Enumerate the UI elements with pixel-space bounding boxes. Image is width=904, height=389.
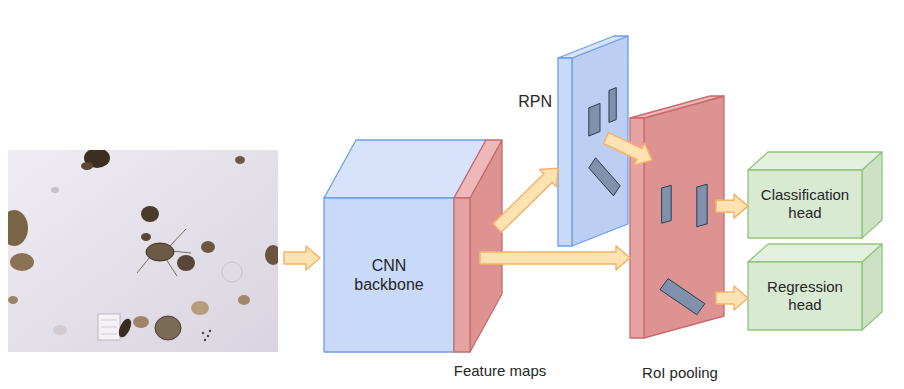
- box-label: CNN backbone: [343, 256, 435, 294]
- plankton-particles: [8, 150, 278, 341]
- box-side: [572, 36, 628, 246]
- antenna: [166, 259, 177, 276]
- region-proposal: [660, 279, 705, 315]
- particle: [265, 245, 278, 265]
- text-holder: Regression head: [748, 262, 862, 330]
- box-front: [558, 58, 572, 246]
- part-label: RoI pooling: [610, 364, 750, 382]
- particle: [238, 295, 250, 305]
- particle: [141, 206, 159, 222]
- particle: [98, 314, 120, 340]
- box-label: Classification head: [754, 186, 856, 222]
- particle: [53, 325, 67, 335]
- copepod: [146, 243, 174, 261]
- particle: [81, 162, 93, 170]
- flow-arrow: [493, 168, 558, 232]
- particle-detail: [101, 320, 117, 321]
- box-label: Regression head: [754, 278, 856, 314]
- head-box: Regression head: [748, 244, 882, 330]
- box-top: [748, 152, 882, 170]
- text-holder: RPN: [508, 92, 552, 111]
- particle: [116, 317, 134, 339]
- region-proposal: [697, 184, 707, 226]
- region-proposal: [589, 158, 620, 196]
- text-holder: RoI pooling: [610, 364, 750, 382]
- particle-dot: [207, 335, 209, 337]
- particle-dot: [204, 339, 206, 341]
- particle: [51, 187, 59, 193]
- flow-arrow: [716, 286, 748, 310]
- particle: [8, 210, 28, 246]
- antenna: [137, 257, 150, 273]
- particle: [191, 301, 209, 315]
- box-top: [454, 140, 502, 198]
- part-label: RPN: [508, 92, 552, 111]
- particle: [177, 255, 195, 271]
- part-label: Feature maps: [440, 362, 560, 380]
- region-proposal: [662, 185, 672, 223]
- feature-map-slab: Feature maps: [454, 140, 502, 352]
- particle: [133, 316, 149, 328]
- text-holder: CNN backbone: [324, 198, 454, 352]
- antenna: [172, 251, 191, 253]
- particle: [235, 156, 245, 164]
- box-front: [454, 198, 470, 352]
- particle: [10, 253, 34, 271]
- region-proposal: [589, 103, 600, 136]
- box-outline: [630, 96, 724, 338]
- particle: [222, 262, 242, 282]
- box-outline: [454, 140, 502, 352]
- region-proposal: [609, 88, 616, 123]
- particle-dot: [202, 332, 204, 334]
- text-holder: Classification head: [748, 170, 862, 238]
- box-front: [748, 170, 862, 238]
- box-side: [644, 96, 724, 338]
- flow-arrow: [603, 133, 652, 165]
- flow-arrow: [716, 194, 748, 218]
- particle: [141, 233, 151, 241]
- roi-pooling-slab: RoI pooling: [630, 96, 724, 338]
- box-outline: [558, 36, 628, 246]
- box-front: [630, 118, 644, 338]
- text-holder: Feature maps: [440, 362, 560, 380]
- input-arrow: [284, 246, 320, 270]
- photo-background: [8, 150, 278, 352]
- particle: [155, 316, 181, 340]
- box-top: [558, 36, 628, 58]
- particle-detail: [101, 334, 117, 335]
- box-top: [630, 96, 724, 118]
- antenna: [170, 229, 186, 246]
- box-front: [748, 262, 862, 330]
- box-top: [748, 244, 882, 262]
- box-front: [324, 198, 454, 352]
- particle: [201, 241, 215, 253]
- rpn-slab: RPN: [558, 36, 628, 246]
- particle-dot: [209, 330, 211, 332]
- head-box: Classification head: [748, 152, 882, 238]
- flow-arrow: [480, 246, 630, 270]
- particle-detail: [101, 327, 117, 328]
- particle: [8, 296, 18, 304]
